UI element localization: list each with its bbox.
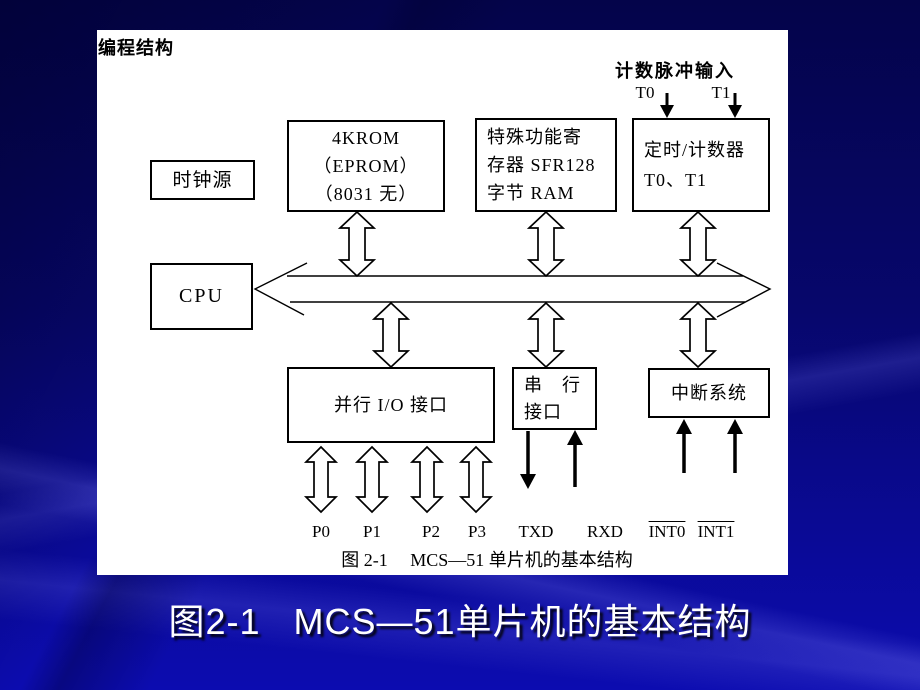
serial-line: 串 行	[524, 374, 581, 395]
txd-arrowhead	[520, 474, 536, 489]
parallel-bus-double-arrow	[371, 301, 411, 369]
port-label-txd: TXD	[518, 522, 554, 541]
pulse-input-label: 计数脉冲输入	[615, 61, 735, 81]
p3-double-arrow	[458, 445, 494, 514]
slide-title: 图2-1 MCS—51单片机的基本结构	[168, 601, 752, 642]
diagram-wires	[253, 93, 772, 514]
t0-pulse-label: T0	[635, 83, 655, 102]
t1-pulse-label: T1	[711, 83, 731, 102]
bus-right-arrowhead	[716, 262, 772, 318]
timer-line: T0、T1	[644, 170, 707, 190]
rom-line: （EPROM）	[313, 156, 419, 176]
rom-bus-double-arrow	[337, 210, 377, 278]
clock-source-box: 时钟源	[150, 160, 255, 200]
port-label-p3: P3	[468, 522, 486, 541]
diagram-panel: 编程结构 计数脉冲输入 T0 T1	[97, 30, 788, 575]
bus-left-arrowhead	[253, 262, 308, 316]
serial-bus-double-arrow	[526, 301, 566, 369]
sfr-ram-box: 特殊功能寄 存器 SFR128 字节 RAM	[475, 118, 617, 212]
port-label-rxd: RXD	[587, 522, 623, 541]
port-label-p0: P0	[312, 522, 330, 541]
corner-label: 编程结构	[98, 38, 174, 58]
timer-counter-box: 定时/计数器 T0、T1	[632, 118, 770, 212]
cpu-box: CPU	[150, 263, 253, 330]
rom-box: 4KROM （EPROM） （8031 无）	[287, 120, 445, 212]
int1-arrowhead	[727, 419, 743, 434]
sfr-bus-double-arrow	[526, 210, 566, 278]
p1-double-arrow	[354, 445, 390, 514]
serial-line: 接口	[524, 401, 562, 422]
sfr-line: 特殊功能寄	[487, 127, 582, 147]
timer-bus-double-arrow	[678, 210, 718, 278]
rxd-arrowhead	[567, 430, 583, 445]
parallel-io-box: 并行 I/O 接口	[287, 367, 495, 443]
sfr-line: 字节 RAM	[487, 183, 575, 203]
serial-port-box: 串 行 接口	[512, 367, 597, 430]
interrupt-system-label: 中断系统	[671, 382, 747, 403]
t1-input-arrowhead	[728, 105, 742, 118]
t0-input-arrowhead	[660, 105, 674, 118]
port-label-p2: P2	[422, 522, 440, 541]
p2-double-arrow	[409, 445, 445, 514]
port-label-int1: INT1	[697, 522, 735, 541]
port-label-int0: INT0	[648, 522, 686, 541]
figure-caption: 图 2-1 MCS—51 单片机的基本结构	[341, 550, 633, 570]
cpu-label: CPU	[179, 285, 224, 307]
rom-line: （8031 无）	[314, 184, 418, 204]
timer-line: 定时/计数器	[644, 140, 746, 160]
p0-double-arrow	[303, 445, 339, 514]
interrupt-system-box: 中断系统	[648, 368, 770, 418]
sfr-line: 存器 SFR128	[487, 155, 596, 175]
port-label-p1: P1	[363, 522, 381, 541]
clock-source-label: 时钟源	[172, 169, 233, 191]
parallel-io-label: 并行 I/O 接口	[334, 394, 448, 415]
interrupt-bus-double-arrow	[678, 301, 718, 369]
rom-line: 4KROM	[331, 128, 400, 148]
int0-arrowhead	[676, 419, 692, 434]
